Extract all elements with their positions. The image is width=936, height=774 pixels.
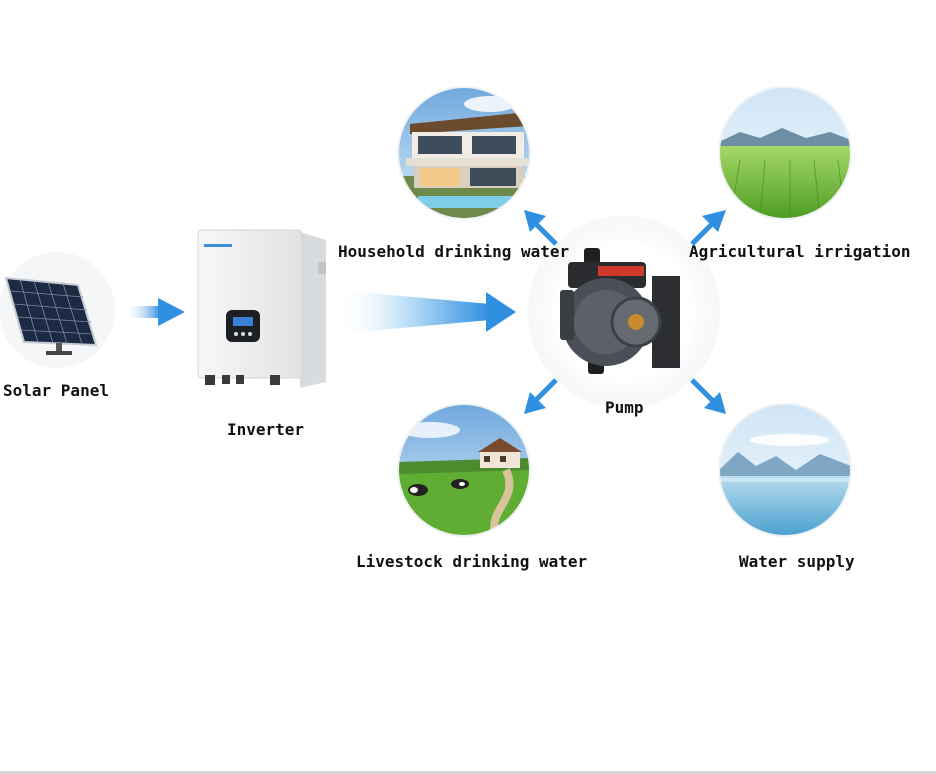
arrow-to-water-supply [690,378,726,414]
household-label: Household drinking water [338,242,570,261]
pump-icon [528,216,720,408]
bottom-border [0,771,936,774]
arrow-to-livestock [524,378,558,414]
agricultural-label: Agricultural irrigation [689,242,911,261]
solar-panel-icon [0,252,115,368]
arrow-panel-to-inverter [124,298,185,326]
rice-field-photo [719,87,851,219]
arrow-inverter-to-pump [336,290,516,334]
livestock-label: Livestock drinking water [356,552,588,571]
arrow-to-agricultural [690,210,726,246]
solar-panel-label: Solar Panel [3,381,109,400]
arrow-to-household [524,210,558,246]
inverter-icon [197,229,326,388]
pump-label: Pump [605,398,644,417]
inverter-label: Inverter [227,420,305,439]
water-supply-label: Water supply [739,552,855,571]
